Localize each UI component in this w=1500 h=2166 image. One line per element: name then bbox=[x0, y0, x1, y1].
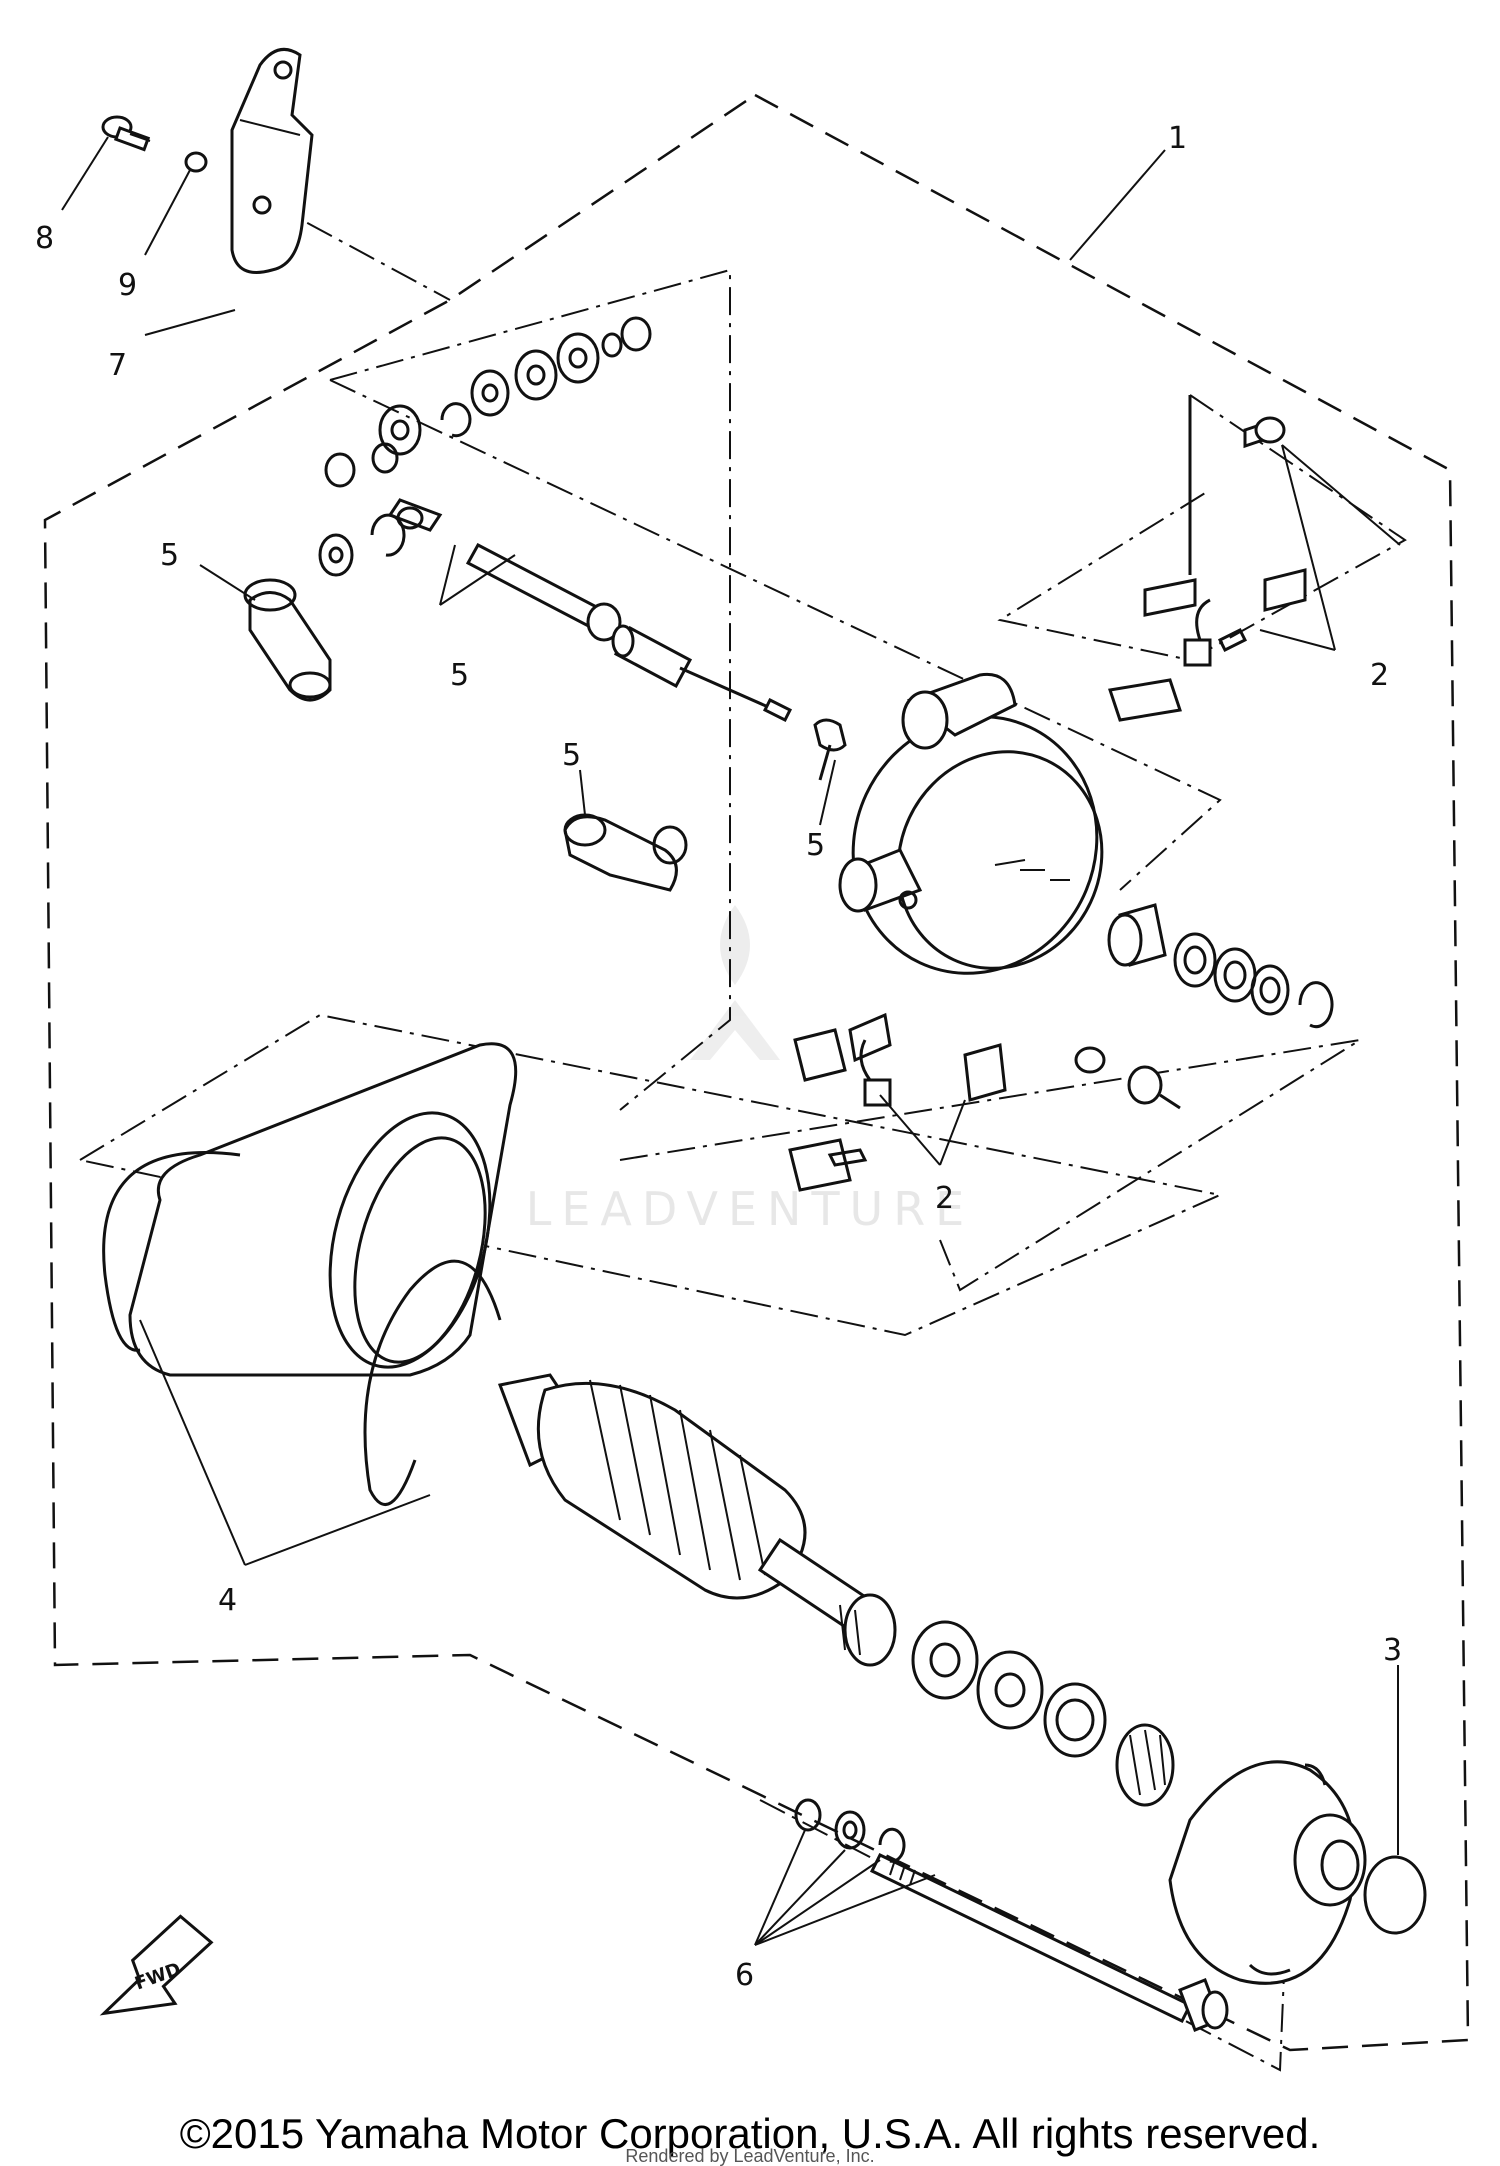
bracket-axis-line bbox=[264, 199, 451, 301]
armature bbox=[497, 1373, 897, 1667]
washers-6 bbox=[794, 1798, 906, 1863]
o-ring-4-left bbox=[102, 1151, 241, 1352]
assembly-boundary bbox=[43, 93, 1470, 2052]
callout-6: 6 bbox=[735, 1958, 754, 1993]
front-cover bbox=[1168, 1760, 1367, 1985]
callout-5-rod: 5 bbox=[450, 658, 469, 693]
callout-1: 1 bbox=[1168, 121, 1187, 156]
callout-2-bottom: 2 bbox=[935, 1181, 954, 1216]
callout-5-middle: 5 bbox=[562, 738, 581, 773]
brush-subset-boundary-top bbox=[997, 394, 1407, 662]
yoke-subset-boundary bbox=[329, 379, 1222, 891]
bolt-8 bbox=[101, 115, 151, 152]
o-ring-4-right bbox=[363, 1259, 502, 1506]
callout-7: 7 bbox=[108, 348, 127, 383]
copyright-notice: ©2015 Yamaha Motor Corporation, U.S.A. A… bbox=[179, 2110, 1321, 2157]
shaft-subset-boundary bbox=[329, 268, 731, 1111]
callout-3: 3 bbox=[1383, 1633, 1402, 1668]
callout-2-top: 2 bbox=[1370, 658, 1389, 693]
washer-stack-bottom bbox=[911, 1620, 1175, 1807]
brush-end-cover bbox=[838, 672, 1104, 975]
terminal-nut bbox=[1127, 1065, 1181, 1110]
leadventure-watermark: LEADVENTURE bbox=[526, 905, 975, 1236]
watermark-text: LEADVENTURE bbox=[526, 1182, 975, 1236]
washer-9 bbox=[184, 151, 208, 173]
washer-stack-top bbox=[318, 316, 652, 577]
callout-9: 9 bbox=[118, 268, 137, 303]
fwd-arrow-icon: FWD bbox=[99, 1914, 214, 2016]
rubber-boot-5-middle bbox=[563, 813, 688, 892]
bracket-7 bbox=[230, 47, 314, 274]
callout-5-right: 5 bbox=[806, 828, 825, 863]
yoke-field-coil bbox=[128, 1042, 518, 1377]
callout-8: 8 bbox=[35, 221, 54, 256]
terminal-sleeve bbox=[611, 624, 793, 723]
bushing-and-washers-right bbox=[1107, 903, 1334, 1029]
leader-lines bbox=[61, 136, 1401, 1946]
callout-4: 4 bbox=[218, 1583, 237, 1618]
terminal-rod bbox=[465, 542, 622, 642]
rendered-by-notice: Rendered by LeadVenture, Inc. bbox=[625, 2146, 875, 2166]
brush-subset-boundary-bottom bbox=[619, 1039, 1361, 1292]
terminal-5-right bbox=[813, 718, 847, 781]
field-coil-subset-boundary bbox=[79, 1013, 1224, 1337]
callout-5-left: 5 bbox=[160, 538, 179, 573]
rubber-boot-5-left bbox=[243, 578, 332, 702]
brush-holder-top bbox=[1108, 395, 1307, 722]
o-ring-3 bbox=[1363, 1855, 1427, 1935]
o-ring-small bbox=[1074, 1046, 1106, 1074]
brush-holder-bottom bbox=[788, 1012, 1007, 1192]
through-bolt bbox=[869, 1853, 1229, 2032]
callout-labels: 1 2 2 3 4 5 5 5 5 6 7 8 9 bbox=[35, 121, 1402, 1993]
